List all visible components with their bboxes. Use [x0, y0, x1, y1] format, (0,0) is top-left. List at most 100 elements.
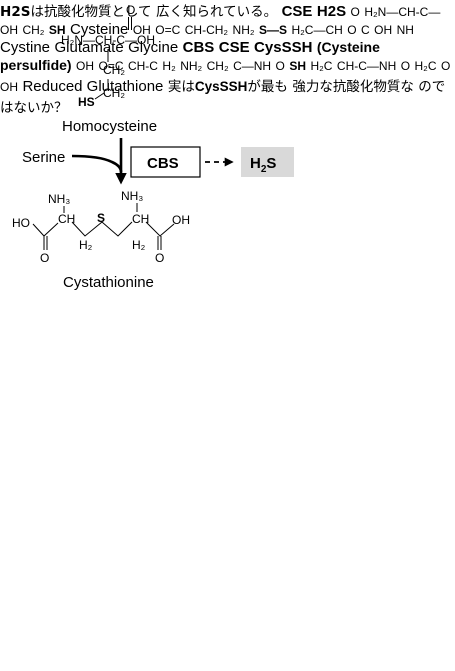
enzyme-cse: CSE — [281, 3, 313, 20]
note-box-question: 実はCysSSHが最も 強力な抗酸化物質な のではないか？ const data… — [0, 78, 445, 116]
atom-s: S — [97, 211, 105, 225]
dashed-arrow-to-h2s: H2S O H₂N—CH-C—OH CH₂ SH Cysteine OH O=C… — [0, 3, 450, 116]
enzyme-box-cse: CSE H2S O H₂N—CH-C—OH CH₂ SH Cysteine OH… — [0, 3, 450, 116]
label-serine: Serine — [22, 149, 65, 166]
enzyme-box-cse: CSE CysSSH (Cysteine persulfide) OH O=C … — [0, 39, 450, 116]
glycine-arrow: Glycine CBS CSE CysSSH (Cysteine persulf… — [0, 39, 450, 116]
note-question-line2: 強力な抗酸化物質な — [292, 79, 414, 95]
bond: H₂C CH-C—NH O H₂C O OH — [0, 57, 450, 95]
bond: O H₂C O OH — [0, 57, 450, 95]
atom-ch2: CH₂ — [206, 59, 229, 73]
arrow-cystine-to-cysssh: CysSSH (Cysteine persulfide) OH O=C CH-C… — [0, 39, 450, 116]
cystathionine-structure: NH₃ CH NH₃ CH HO O H₂ S H₂ O OH — [12, 189, 190, 265]
enzyme-cse: CSE — [218, 39, 250, 56]
bond: H₂C O OH — [0, 57, 450, 95]
note-antioxidant-line1: H2Sは抗酸化物質として — [0, 4, 152, 20]
cysssh-full-name: (Cysteine persulfide) — [0, 39, 380, 73]
atom-h2: H₂ — [132, 238, 146, 252]
atom-sh: SH — [48, 23, 66, 37]
bond — [145, 221, 175, 237]
atom-nh: NH — [396, 23, 414, 37]
note-box-antioxidant: H2Sは抗酸化物質として 広く知られている。 CSE H2S O H₂N—CH-… — [0, 3, 450, 116]
bond: H₂C—CH O C OH NH — [291, 21, 414, 38]
arrow-cystine-to-cysteine: OH O=C CH-CH₂ NH₂ S—S H₂C—CH O C OH NH C… — [0, 21, 450, 116]
atom-ch-c-nh: CH-C—NH — [336, 59, 397, 73]
atom-o: O — [400, 59, 411, 73]
cysssh-name: CysSSH — [254, 39, 313, 56]
note-question-line3: のではないか？ — [0, 79, 446, 116]
atom-nh3: NH₃ — [48, 192, 70, 206]
atom-o: O — [350, 5, 360, 19]
atom-ch-ch2: CH-CH₂ — [184, 23, 229, 37]
bond: CH-CH₂ NH₂ S—S H₂C—CH O C OH NH — [185, 21, 414, 38]
bond: O=C CH-C H₂ NH₂ CH₂ C—NH O SH H₂C CH-C—N… — [0, 57, 450, 95]
atom-c-nh: C—NH — [233, 59, 272, 73]
atom-o: O — [440, 59, 451, 73]
atom-ch: CH — [58, 212, 75, 226]
serine-arrow — [71, 154, 123, 173]
bond: CH-C—NH O H₂C O OH — [0, 57, 450, 95]
atom-o: O — [126, 3, 135, 17]
bond: O H₂C O OH — [0, 57, 450, 95]
bond: OH — [0, 78, 22, 95]
cysssh-ellipse: CysSSH (Cysteine persulfide) OH O=C CH-C… — [0, 39, 450, 116]
atom-oh: OH — [76, 59, 95, 73]
atom-oh: OH — [0, 80, 18, 94]
bond: OH — [0, 78, 22, 95]
atom-hs: HS — [78, 95, 95, 109]
atom-h2: H₂ — [79, 238, 93, 252]
label-glutamate: Glutamate — [54, 39, 124, 56]
atom-ch2: CH₂ — [103, 63, 125, 77]
bond: OH NH — [374, 21, 414, 38]
bond: O SH H₂C CH-C—NH O H₂C O OH — [0, 57, 450, 95]
bond: C—NH O SH H₂C CH-C—NH O H₂C O OH — [0, 57, 450, 95]
bond: CH₂ C—NH O SH H₂C CH-C—NH O H₂C O OH — [0, 57, 450, 95]
atom-ch2: CH₂ — [103, 86, 125, 100]
bond — [71, 221, 133, 237]
atom-nh2: NH₂ — [232, 23, 255, 37]
atom-s-s: S—S — [259, 23, 288, 37]
h2s-box: H2S O H₂N—CH-C—OH CH₂ SH Cysteine OH O=C… — [0, 3, 450, 116]
bond: O OH — [0, 57, 450, 95]
atom-c: C — [361, 23, 370, 37]
bond: H₂N—CH-C—OH CH₂ SH — [0, 3, 440, 38]
atom-oh: OH — [132, 23, 151, 37]
bond: O SH H₂C CH-C—NH O H₂C O OH — [0, 57, 450, 95]
homocysteine-structure: O H₂N—CH-C—OH CH₂ CH₂ HS — [61, 3, 155, 109]
label-cystine: Cystine — [0, 39, 51, 56]
bond: NH — [397, 21, 414, 38]
atom-h2c: H₂C — [414, 59, 437, 73]
bond: O=C CH-CH₂ NH₂ S—S H₂C—CH O C OH NH — [155, 21, 414, 38]
bond — [94, 92, 105, 100]
bond: S—S H₂C—CH O C OH NH — [259, 21, 414, 38]
bond: CH-C—NH O H₂C O OH — [0, 57, 450, 95]
glutathione-structure: OH O=C CH-C H₂ NH₂ CH₂ C—NH O SH H₂C CH-… — [0, 57, 450, 95]
atom-h2: H₂ — [162, 59, 176, 73]
product-h2s: H2S — [316, 3, 347, 20]
atom-o-eq-c: O=C — [155, 23, 181, 37]
bond: NH — [397, 21, 414, 38]
atom-h2c: H₂C — [310, 59, 333, 73]
atom-ho: HO — [12, 216, 30, 230]
bond: NH₂ CH₂ C—NH O SH H₂C CH-C—NH O H₂C O OH — [0, 57, 450, 95]
atom-o: O — [155, 251, 164, 265]
bond: SH — [49, 21, 70, 38]
bond — [32, 222, 59, 237]
enzyme-box-cbs — [130, 146, 201, 178]
product-h2s: H2S — [250, 155, 276, 175]
atom-nh3: NH₃ — [121, 189, 143, 203]
atom-sh: SH — [289, 59, 307, 73]
atom-ch-c: CH-C — [127, 59, 158, 73]
atom-o: O — [347, 23, 357, 37]
atom-ch: CH — [132, 212, 149, 226]
atom-o-eq-c: O=C — [98, 59, 124, 73]
bond: H₂N—CH-C—OH CH₂ SH — [0, 3, 440, 38]
bond: C OH NH — [361, 21, 414, 38]
atom-h2c-ch: H₂C—CH — [291, 23, 343, 37]
enzyme-cbs: CBS — [147, 155, 179, 172]
enzyme-box-cbs: CBS CSE CysSSH (Cysteine persulfide) OH … — [0, 39, 450, 116]
label-cystathionine: Cystathionine — [63, 274, 154, 291]
atom-chain: H₂N—CH-C—OH — [61, 33, 155, 47]
bond: OH — [0, 78, 22, 95]
label-homocysteine: Homocysteine — [62, 118, 157, 135]
